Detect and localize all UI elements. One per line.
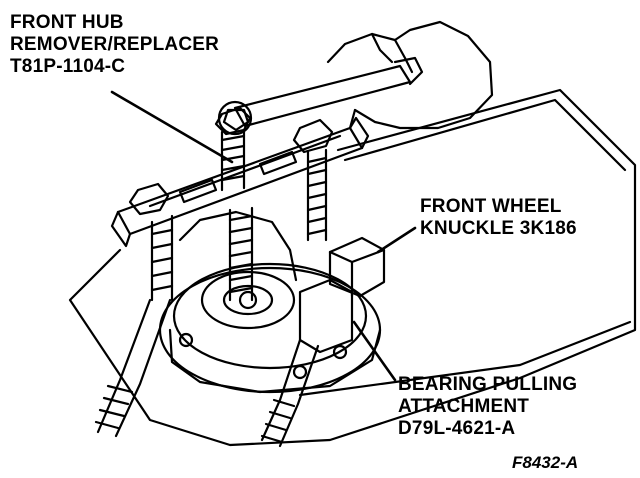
leader-lines (110, 90, 417, 382)
pulling-legs (94, 298, 320, 448)
hand-outline (326, 20, 494, 130)
bearing-pulling-attachment-label-line1: BEARING PULLING (398, 374, 578, 395)
wrench (217, 56, 424, 136)
front-wheel-knuckle-label-line2: KNUCKLE 3K186 (420, 218, 577, 239)
figure-id: F8432-A (512, 453, 579, 472)
bench-plate (68, 88, 637, 447)
bearing-pulling-attachment-label: BEARING PULLING ATTACHMENT D79L-4621-A (398, 374, 577, 440)
forcing-screws (150, 128, 328, 302)
front-wheel-knuckle-label-line1: FRONT WHEEL (420, 196, 562, 217)
front-hub-remover-label-line1: FRONT HUB (10, 12, 124, 33)
hub-assembly (158, 210, 382, 394)
knuckle-block (298, 236, 386, 354)
bearing-pulling-attachment-label-line2: ATTACHMENT (398, 396, 530, 417)
bearing-pulling-attachment-label-line3: D79L-4621-A (398, 418, 516, 439)
front-hub-remover-label: FRONT HUB REMOVER/REPLACER T81P-1104-C (10, 12, 219, 78)
front-hub-remover-label-line2: REMOVER/REPLACER (10, 34, 220, 55)
front-hub-remover-label-line3: T81P-1104-C (10, 56, 126, 77)
front-wheel-knuckle-label: FRONT WHEEL KNUCKLE 3K186 (420, 196, 577, 240)
